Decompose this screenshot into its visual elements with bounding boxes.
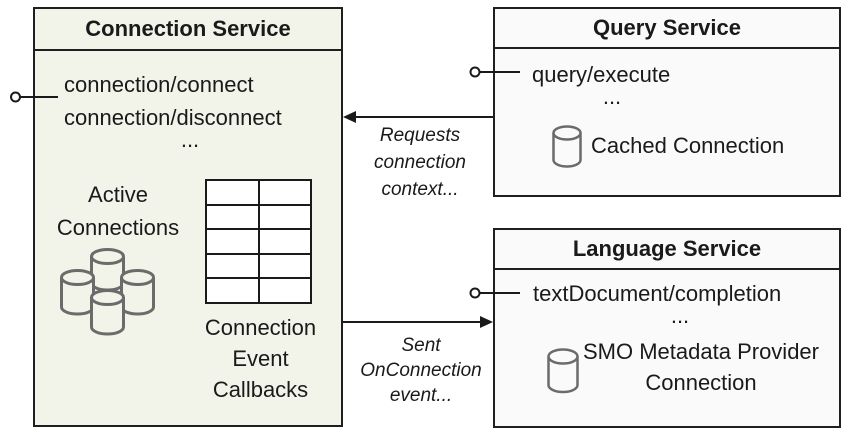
- smo-metadata-database-icon: [547, 348, 579, 394]
- language-service-title: Language Service: [572, 236, 762, 261]
- method-connection-disconnect: connection/disconnect: [64, 105, 282, 130]
- language-service-box: Language Service textDocument/completion…: [493, 228, 841, 428]
- connection-interface-lollipop-icon: [10, 91, 58, 103]
- language-service-header: Language Service: [495, 230, 839, 270]
- callback-table-cell: [259, 230, 310, 253]
- connection-callbacks-table: [205, 179, 312, 304]
- active-connections-label: Active Connections: [56, 182, 180, 240]
- callback-table-cell: [259, 254, 310, 278]
- language-interface-lollipop-icon: [469, 287, 520, 299]
- sent-arrow: [343, 316, 493, 328]
- method-textdocument-completion: textDocument/completion: [533, 281, 782, 306]
- connection-service-title: Connection Service: [85, 16, 291, 41]
- connection-service-box: Connection Service connection/connect co…: [33, 7, 343, 427]
- callback-table-cell: [259, 181, 310, 204]
- smo-connection-label: SMO Metadata Provider Connection: [583, 339, 819, 395]
- method-query-execute: query/execute: [532, 62, 671, 87]
- cached-connection-label: Cached Connection: [591, 133, 785, 158]
- requests-arrow: [343, 111, 493, 123]
- query-methods-ellipsis: ...: [602, 84, 622, 109]
- callback-table-cell: [207, 181, 258, 204]
- cached-connection-database-icon: [552, 125, 582, 168]
- method-connection-connect: connection/connect: [64, 72, 254, 97]
- query-service-title: Query Service: [593, 15, 741, 40]
- connection-methods-ellipsis: ...: [180, 127, 200, 152]
- callback-table-cell: [259, 279, 310, 302]
- query-service-header: Query Service: [495, 9, 839, 49]
- query-service-box: Query Service query/execute ... Cached C…: [493, 7, 841, 197]
- callback-table-cell: [259, 205, 310, 229]
- connection-service-header: Connection Service: [35, 9, 341, 51]
- query-interface-lollipop-icon: [469, 66, 520, 78]
- callback-table-cell: [207, 279, 258, 302]
- callback-table-cell: [207, 205, 258, 229]
- requests-arrow-label: Requests connection context...: [374, 125, 466, 200]
- callbacks-label: Connection Event Callbacks: [204, 315, 317, 402]
- callback-table-cell: [207, 254, 258, 278]
- database-cluster-icon: [60, 248, 155, 336]
- sent-arrow-label: Sent OnConnection event...: [360, 335, 482, 406]
- language-methods-ellipsis: ...: [670, 303, 690, 328]
- callback-table-cell: [207, 230, 258, 253]
